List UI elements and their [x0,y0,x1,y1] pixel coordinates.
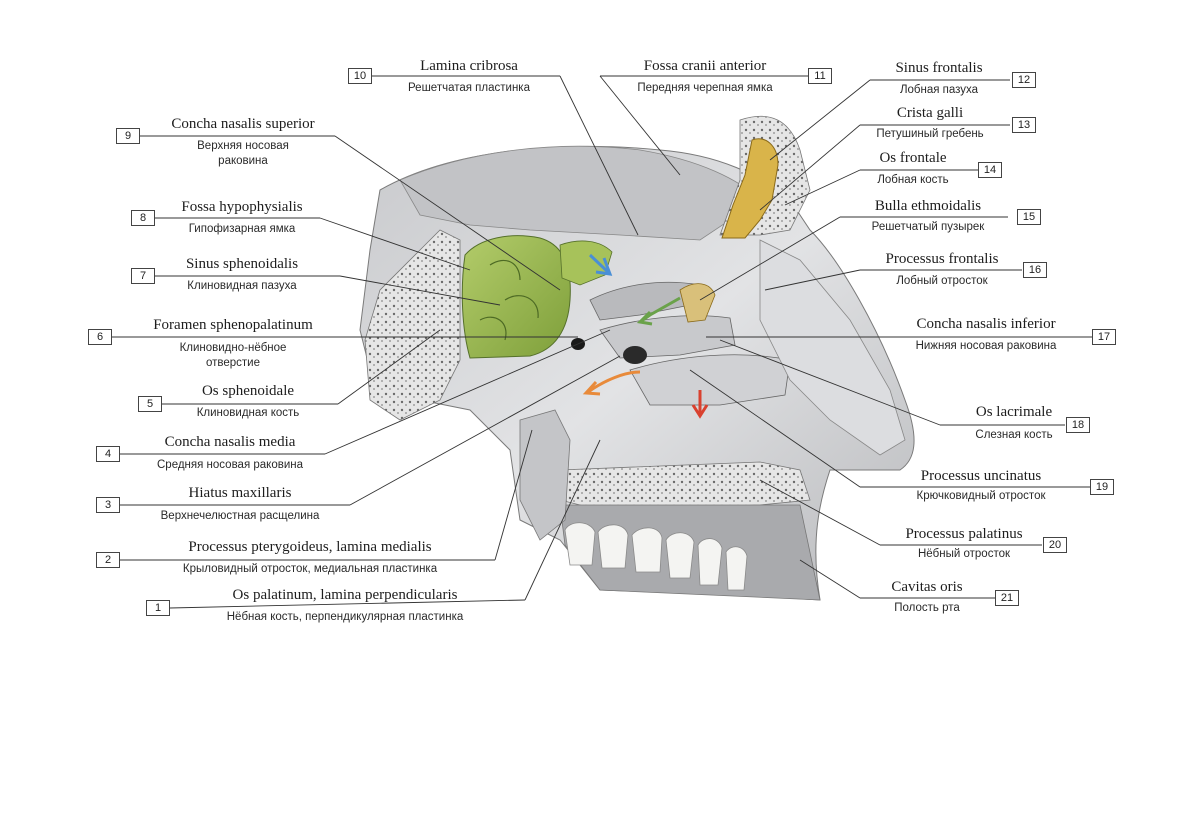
green-arrow [636,296,681,326]
label-10-russian: Решетчатая пластинка [408,82,530,94]
concha-superior-shape [589,281,701,321]
label-5-latin: Os sphenoidale [201,383,295,399]
sphenoid-bone-region [364,229,461,421]
label-8-russian: Гипофизарная ямка [188,223,296,235]
label-18-latin: Os lacrimale [975,404,1053,420]
label-17-latin: Concha nasalis inferior [916,316,1056,332]
label-11-russian: Передняя черепная ямка [637,82,773,94]
label-20-russian: Нёбный отросток [917,548,1011,560]
label-20-latin: Processus palatinus [905,526,1023,542]
nasal-bone-region [759,239,906,456]
label-9-russian: Верхняя носовая [197,140,289,152]
label-number-14: 14 [978,162,1002,178]
label-16-latin: Processus frontalis [885,251,999,267]
label-1-latin: Os palatinum, lamina perpendicularis [232,587,458,603]
pterygoid-plate [519,409,571,541]
red-arrow [691,390,709,419]
label-number-13: 13 [1012,117,1036,133]
teeth [564,522,748,591]
label-number-9: 9 [116,128,140,144]
ethmoid-cells [559,240,613,286]
label-17-russian: Нижняя носовая раковина [915,340,1057,352]
label-19-latin: Processus uncinatus [920,468,1042,484]
leader-lines [112,75,1092,609]
label-6-latin: Foramen sphenopalatinum [153,317,313,333]
hard-palate [559,461,811,511]
label-21-latin: Cavitas oris [891,579,963,595]
label-9-russian-line2: раковина [218,155,268,167]
concha-inferior-shape [629,354,791,406]
label-number-17: 17 [1092,329,1116,345]
label-number-16: 16 [1023,262,1047,278]
label-4-latin: Concha nasalis media [164,434,296,450]
label-9-latin: Concha nasalis superior [171,116,315,132]
label-12-latin: Sinus frontalis [895,60,983,76]
label-number-8: 8 [131,210,155,226]
label-number-12: 12 [1012,72,1036,88]
label-number-20: 20 [1043,537,1067,553]
label-13-russian: Петушиный гребень [876,128,984,140]
label-number-2: 2 [96,552,120,568]
label-16-russian: Лобный отросток [896,275,988,287]
bulla-shape [679,283,716,323]
label-number-3: 3 [96,497,120,513]
label-1-russian: Нёбная кость, перпендикулярная пластинка [226,611,464,623]
label-19-russian: Крючковидный отросток [916,490,1046,502]
label-number-18: 18 [1066,417,1090,433]
sinus-lobes [479,259,539,341]
label-number-5: 5 [138,396,162,412]
label-14-russian: Лобная кость [877,174,949,186]
label-3-russian: Верхнечелюстная расщелина [160,510,320,522]
label-18-russian: Слезная кость [975,429,1053,441]
blue-arrow [588,253,613,276]
label-7-russian: Клиновидная пазуха [187,280,297,292]
label-number-15: 15 [1017,209,1041,225]
label-14-latin: Os frontale [879,150,947,166]
label-6-russian-line2: отверстие [205,357,261,369]
frontal-sinus-shape [721,138,779,239]
label-number-1: 1 [146,600,170,616]
label-3-latin: Hiatus maxillaris [188,485,292,501]
label-12-russian: Лобная пазуха [899,84,979,96]
hiatus-shape [623,346,647,364]
label-10-latin: Lamina cribrosa [420,58,518,74]
label-number-4: 4 [96,446,120,462]
label-11-latin: Fossa cranii anterior [643,58,767,74]
label-number-6: 6 [88,329,112,345]
label-number-11: 11 [808,68,832,84]
sphenoid-sinus-shape [461,235,571,359]
label-4-russian: Средняя носовая раковина [156,459,304,471]
label-8-latin: Fossa hypophysialis [181,199,303,215]
label-number-19: 19 [1090,479,1114,495]
orange-arrow [582,370,641,396]
label-number-7: 7 [131,268,155,284]
label-15-russian: Решетчатый пузырек [871,221,985,233]
label-15-latin: Bulla ethmoidalis [874,198,982,214]
label-number-21: 21 [995,590,1019,606]
label-5-russian: Клиновидная кость [196,407,300,419]
label-7-latin: Sinus sphenoidalis [185,256,299,272]
label-21-russian: Полость рта [894,602,960,614]
label-2-latin: Processus pterygoideus, lamina medialis [188,539,432,555]
label-13-latin: Crista galli [896,105,964,121]
label-number-10: 10 [348,68,372,84]
label-6-russian: Клиновидно-нёбное [179,342,287,354]
label-2-russian: Крыловидный отросток, медиальная пластин… [182,563,438,575]
